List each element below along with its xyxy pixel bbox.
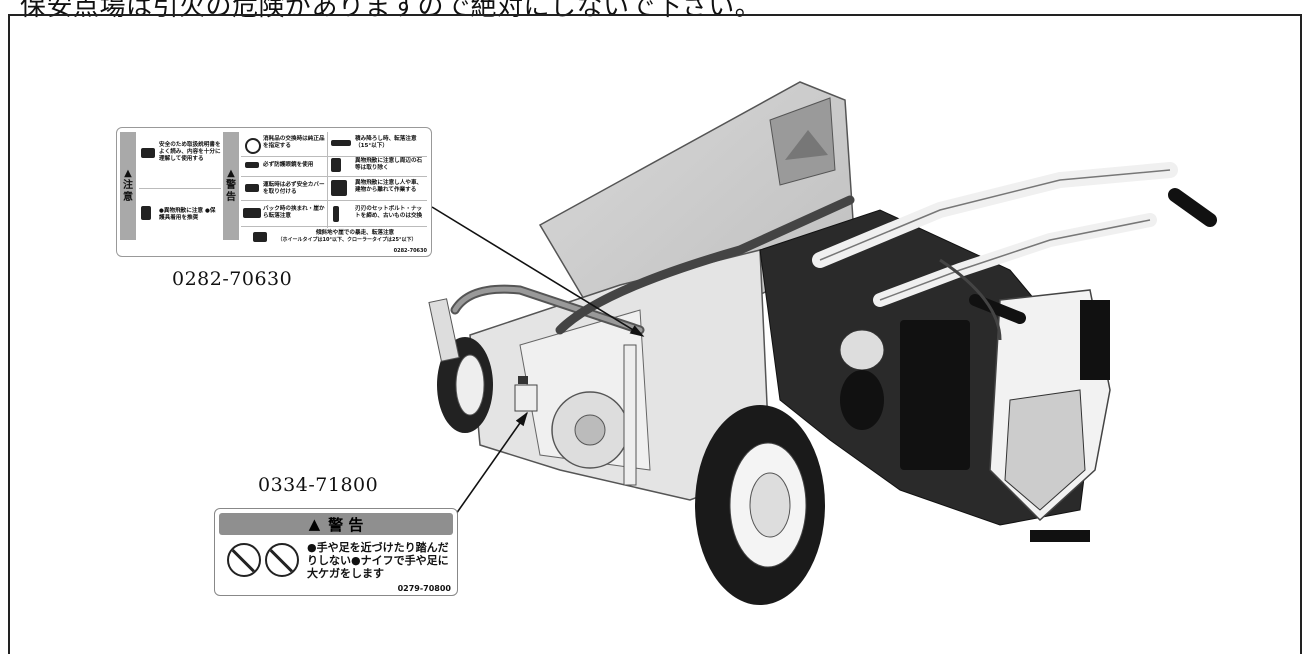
protective-gear-icon <box>141 206 151 220</box>
part-number-lower: 0334-71800 <box>258 474 379 496</box>
label-header: ▲ 警 告 <box>219 513 453 535</box>
goggles-icon <box>245 162 259 168</box>
caution-item: ●異物飛散に注意 ●保護具着用を推奨 <box>159 208 216 221</box>
warning-item: 異物飛散に注意し人や車、建物から離れて作業する <box>355 180 423 193</box>
header-text: 保安点場は引火の危険がありますので絶対にしないで下さい。 <box>20 0 762 22</box>
warning-item: バック時の挟まれ・崖から転落注意 <box>263 206 325 219</box>
manual-book-icon <box>141 148 155 158</box>
label-code: 0279-70800 <box>397 584 451 593</box>
warning-item: 必ず防護眼鏡を使用 <box>263 162 314 168</box>
person-icon <box>331 158 341 172</box>
warning-triangle-icon: ▲ <box>308 515 321 533</box>
caution-triangle-icon: ▲ <box>124 168 132 179</box>
warning-item: （ホイールタイプは10°以下、クローラータイプは25°以下） <box>277 237 417 243</box>
slope-icon <box>253 232 267 242</box>
warning-item: 刃刃のセットボルト・ナットを締め、古いものは交換 <box>355 206 423 219</box>
warning-item: 傾斜地や崖での暴走、転落注意 <box>315 230 395 236</box>
page-frame <box>8 14 1302 654</box>
warning-item: 積み降ろし時、転落注意（15°以下） <box>355 136 417 149</box>
no-foot-icon <box>265 543 299 577</box>
reverse-icon <box>243 208 261 218</box>
distance-icon <box>331 180 347 196</box>
loading-icon <box>331 140 351 146</box>
warning-band: ▲ 警 告 <box>223 132 239 240</box>
warning-label-lower: ▲ 警 告 ●手や足を近づけたり踏んだりしない●ナイフで手や足に大ケガをします … <box>214 508 458 596</box>
cover-icon <box>245 184 259 192</box>
caution-item: 安全のため取扱説明書をよく読み、内容を十分に理解して使用する <box>159 142 221 162</box>
mower-illustration <box>428 81 1217 605</box>
part-number-upper: 0282-70630 <box>172 268 293 290</box>
label-code: 0282-70630 <box>393 248 427 254</box>
no-hand-icon <box>227 543 261 577</box>
warning-item: 運転時は必ず安全カバーを取り付ける <box>263 182 325 195</box>
parts-exchange-icon <box>245 138 261 154</box>
warning-item: 消耗品の交換時は純正品を指定する <box>263 136 325 149</box>
caution-band: ▲ 注 意 <box>120 132 136 240</box>
warning-label-upper: ▲ 注 意 安全のため取扱説明書をよく読み、内容を十分に理解して使用する ●異物… <box>116 127 432 257</box>
warning-item: 異物飛散に注意し周辺の石等は取り除く <box>355 158 423 171</box>
wrench-icon <box>333 206 339 222</box>
warning-triangle-icon: ▲ <box>227 168 235 179</box>
label-text: ●手や足を近づけたり踏んだりしない●ナイフで手や足に大ケガをします <box>307 541 449 580</box>
